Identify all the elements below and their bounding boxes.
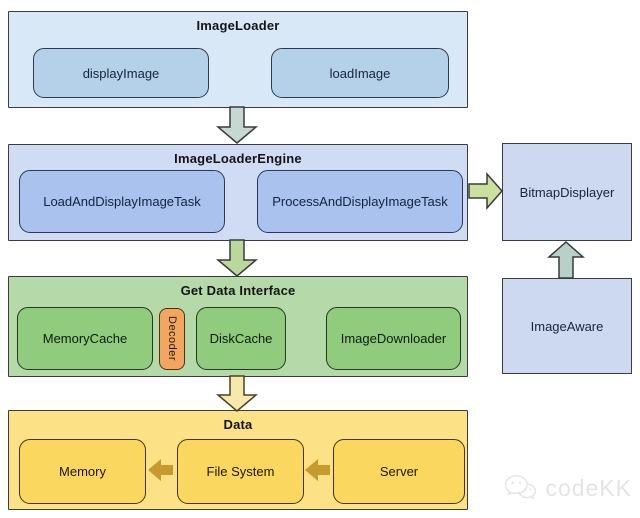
imageloaderengine-title: ImageLoaderEngine (174, 151, 302, 166)
watermark-text: codeKK (545, 474, 632, 501)
imageloader-container: ImageLoader displayImage loadImage (8, 11, 468, 108)
arrow-imageaware-to-bitmapdisplayer (547, 240, 585, 279)
node-imageaware: ImageAware (502, 278, 632, 374)
node-loadimage: loadImage (271, 48, 449, 98)
node-memorycache: MemoryCache (17, 307, 153, 370)
node-memory: Memory (19, 439, 146, 504)
node-diskcache: DiskCache (196, 307, 286, 370)
getdata-container: Get Data Interface MemoryCache Decoder D… (8, 276, 468, 377)
wechat-logo-icon (504, 475, 537, 500)
node-processanddisplayimagetask: ProcessAndDisplayImageTask (257, 170, 463, 233)
watermark: codeKK (502, 466, 632, 510)
node-server: Server (333, 439, 465, 504)
node-displayimage: displayImage (33, 48, 209, 98)
imageloaderengine-container: ImageLoaderEngine LoadAndDisplayImageTas… (8, 144, 468, 241)
node-imagedownloader: ImageDownloader (326, 307, 461, 370)
arrow-engine-to-getdata (215, 239, 259, 277)
node-decoder: Decoder (159, 308, 185, 370)
node-bitmapdisplayer: BitmapDisplayer (502, 143, 632, 241)
imageloader-title: ImageLoader (196, 18, 280, 33)
data-title: Data (223, 417, 253, 432)
getdata-title: Get Data Interface (180, 283, 296, 298)
arrow-engine-to-bitmapdisplayer (468, 172, 504, 210)
node-filesystem: File System (177, 439, 304, 504)
node-loadanddisplayimagetask: LoadAndDisplayImageTask (19, 170, 225, 233)
arrow-imageloader-to-engine (215, 106, 259, 144)
arrow-getdata-to-data (215, 375, 259, 412)
data-container: Data Memory File System Server (8, 410, 468, 510)
